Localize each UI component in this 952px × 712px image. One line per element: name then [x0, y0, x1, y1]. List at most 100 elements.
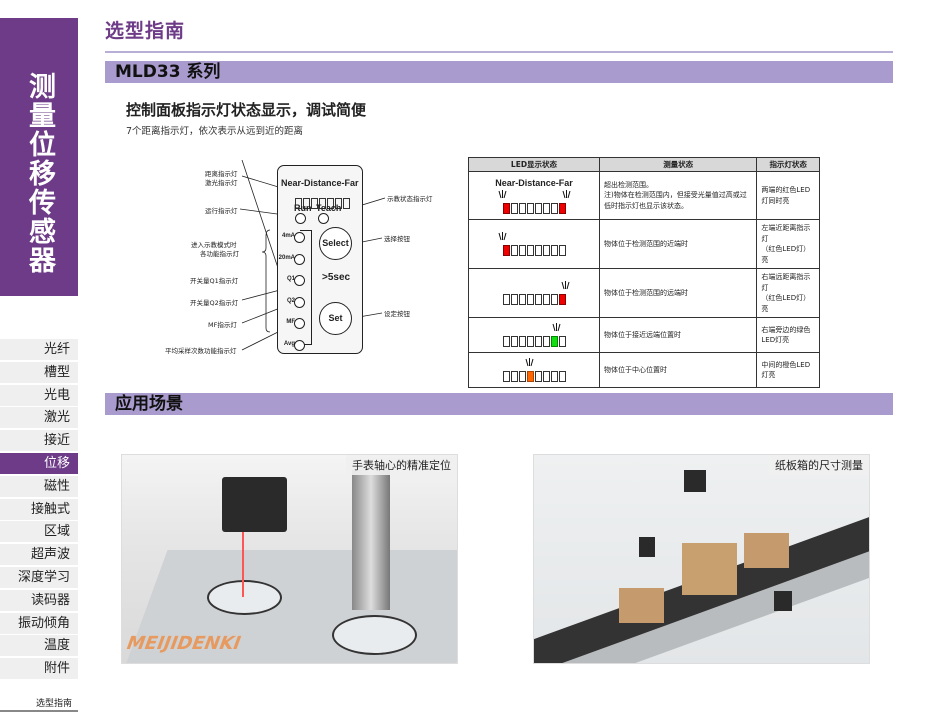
laser-sensor [639, 537, 655, 557]
led-segment [518, 294, 526, 305]
title-divider [105, 51, 893, 53]
led-segment [550, 203, 558, 215]
side-led-label: Q2 [286, 297, 295, 304]
page-title: 选型指南 [105, 20, 186, 42]
laser-sensor [684, 470, 706, 492]
led-segment [558, 245, 566, 256]
led-segment [510, 336, 518, 347]
led-segment [510, 203, 518, 215]
sidebar-item[interactable]: 光纤 [0, 339, 78, 360]
led-segment [510, 245, 518, 256]
side-led-label: 20mA [278, 254, 295, 261]
section-subtitle: 控制面板指示灯状态显示，调试简便 [126, 101, 367, 119]
led-segment [518, 371, 526, 382]
led-segment [534, 371, 542, 382]
panel-distance-label: Near-Distance-Far [281, 178, 359, 188]
measure-state: 物体位于接近远端位置时 [598, 317, 758, 353]
caption-watch: 手表轴心的精准定位 [346, 455, 457, 475]
brand-logo: MEIJIDENKI [123, 633, 245, 654]
led-segment [526, 336, 534, 347]
led-segment [502, 371, 510, 382]
led-segment [558, 371, 566, 382]
led-segment [550, 245, 558, 256]
led-segment [542, 294, 550, 305]
indicator-state: 右端旁边的绿色LED灯亮 [756, 317, 820, 353]
sidebar-item[interactable]: 区域 [0, 521, 78, 543]
table-row: 物体位于中心位置时 中间的橙色LED灯亮 [468, 352, 820, 388]
led-segment [518, 203, 526, 215]
sidebar-item[interactable]: 温度 [0, 635, 78, 657]
indicator-state: 中间的橙色LED灯亮 [756, 352, 820, 388]
led-segment [534, 336, 542, 347]
side-led-label: Q1 [286, 276, 295, 282]
cardboard-box [744, 533, 789, 568]
application-photo-watch: MEIJIDENKI 手表轴心的精准定位 [121, 454, 458, 664]
sidebar-item[interactable]: 槽型 [0, 361, 78, 383]
cardboard-box [619, 588, 664, 623]
sidebar-item[interactable]: 接触式 [0, 498, 78, 520]
table-row: 物体位于检测范围的近端时 左端近距离指示灯 （红色LED灯）亮 [468, 219, 820, 269]
led-segment [550, 336, 558, 347]
sidebar-item[interactable]: 深度学习 [0, 567, 78, 588]
section-note: 7个距离指示灯，依次表示从远到近的距离 [126, 126, 304, 137]
callout-q1: 开关量Q1指示灯 [190, 277, 239, 285]
led-segment [518, 245, 526, 256]
led-segment [526, 371, 534, 382]
callout-laser-led: 激光指示灯 [205, 179, 238, 187]
callout-run-led: 运行指示灯 [205, 207, 238, 215]
side-led-label: Avg [283, 340, 295, 347]
sidebar-item[interactable]: 位移 [0, 453, 78, 474]
callout-teach-led: 示教状态指示灯 [387, 195, 433, 203]
spindle [352, 470, 390, 610]
run-led [295, 213, 306, 224]
led-segment [502, 245, 510, 256]
led-segment [510, 294, 518, 305]
led-segment [526, 294, 534, 305]
led-segment [550, 294, 558, 305]
laser-sensor [774, 591, 792, 611]
sidebar-item[interactable]: 附件 [0, 658, 78, 680]
sidebar-item[interactable]: 光电 [0, 384, 78, 406]
glow-icon [552, 323, 561, 333]
led-heading: Near-Distance-Far [495, 177, 573, 188]
set-button[interactable]: Set [319, 302, 352, 335]
led-segment [542, 336, 550, 347]
callout-q2: 开关量Q2指示灯 [190, 299, 239, 307]
side-led [294, 318, 305, 329]
sidebar-item[interactable]: 磁性 [0, 475, 78, 497]
sidebar-item[interactable]: 激光 [0, 407, 78, 429]
led-segment [502, 294, 510, 305]
section-bar-series: MLD33 系列 [105, 61, 893, 83]
callout-avg: 平均采样次数功能指示灯 [165, 347, 237, 355]
indicator-state: 两端的红色LED灯同时亮 [756, 171, 820, 220]
led-segment [542, 203, 550, 215]
led-segment [518, 336, 526, 347]
led-segment [534, 203, 542, 215]
distance-leds [294, 190, 350, 209]
watch-dial [207, 580, 282, 615]
laser-sensor [222, 477, 287, 532]
col-header-measure: 测量状态 [598, 157, 758, 172]
glow-icon [562, 190, 571, 200]
sidebar-item[interactable]: 接近 [0, 430, 78, 452]
measure-state: 物体位于中心位置时 [598, 352, 758, 388]
side-led [294, 339, 305, 351]
side-led-label: 4mA [281, 233, 295, 239]
callout-set: 设定按钮 [384, 310, 410, 318]
glow-icon [525, 358, 534, 368]
led-segment [526, 203, 534, 215]
sidebar-item[interactable]: 读码器 [0, 589, 78, 611]
side-led-label: MF [286, 319, 295, 325]
glow-icon [498, 232, 507, 242]
sidebar-item[interactable]: 超声波 [0, 544, 78, 566]
led-segment [558, 203, 566, 215]
select-button[interactable]: Select [319, 227, 352, 260]
laser-beam [242, 532, 244, 597]
sidebar-item[interactable]: 振动倾角 [0, 612, 78, 634]
led-segment [502, 336, 510, 347]
teach-led [318, 213, 329, 224]
led-segment [550, 371, 558, 382]
indicator-state: 左端近距离指示灯 （红色LED灯）亮 [756, 219, 820, 269]
led-bracket [300, 230, 312, 345]
